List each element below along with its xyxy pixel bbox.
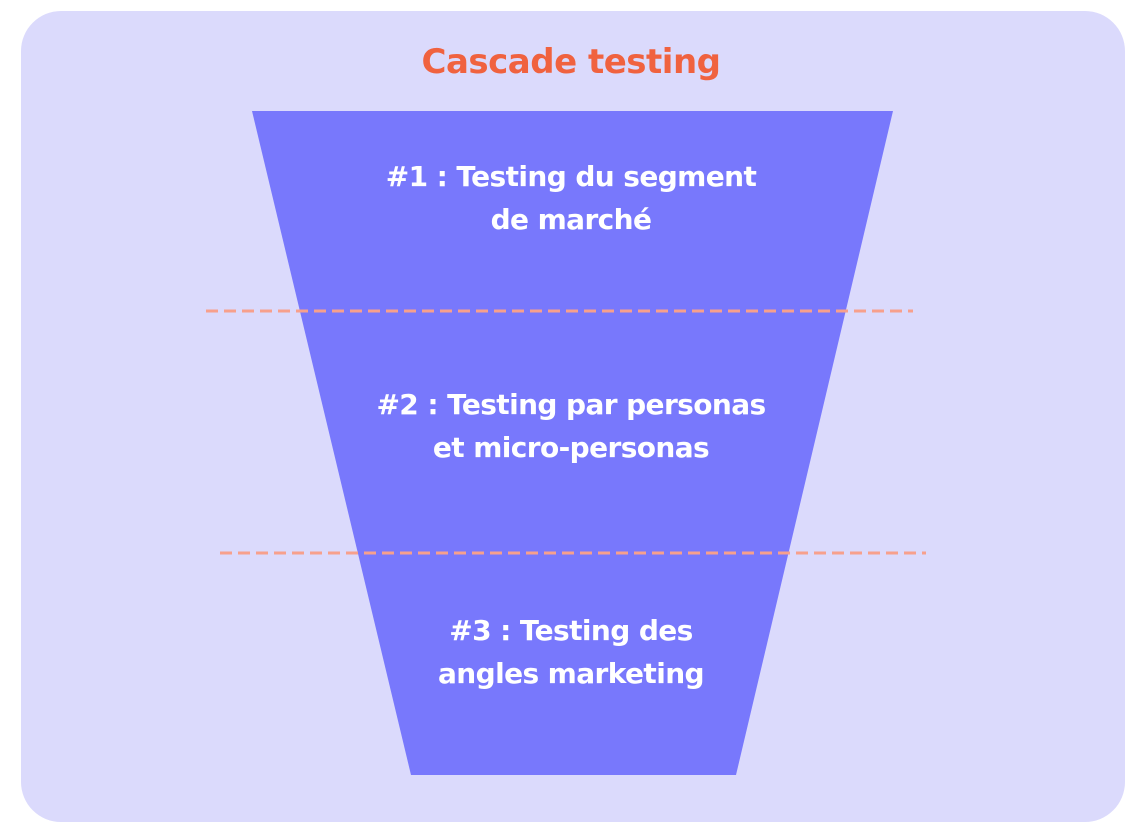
diagram-title: Cascade testing <box>421 42 721 82</box>
stage-1-line-1: #1 : Testing du segment <box>385 160 757 193</box>
stage-2: #2 : Testing par personas et micro-perso… <box>0 383 1142 469</box>
stage-3: #3 : Testing des angles marketing <box>0 609 1142 695</box>
stage-1: #1 : Testing du segment de marché <box>0 155 1142 241</box>
stage-1-line-2: de marché <box>490 203 652 236</box>
funnel-shape <box>252 111 893 775</box>
stage-3-line-2: angles marketing <box>438 657 705 690</box>
stage-3-line-1: #3 : Testing des <box>449 614 693 647</box>
stage-2-line-1: #2 : Testing par personas <box>376 388 766 421</box>
stage-2-line-2: et micro-personas <box>432 431 710 464</box>
